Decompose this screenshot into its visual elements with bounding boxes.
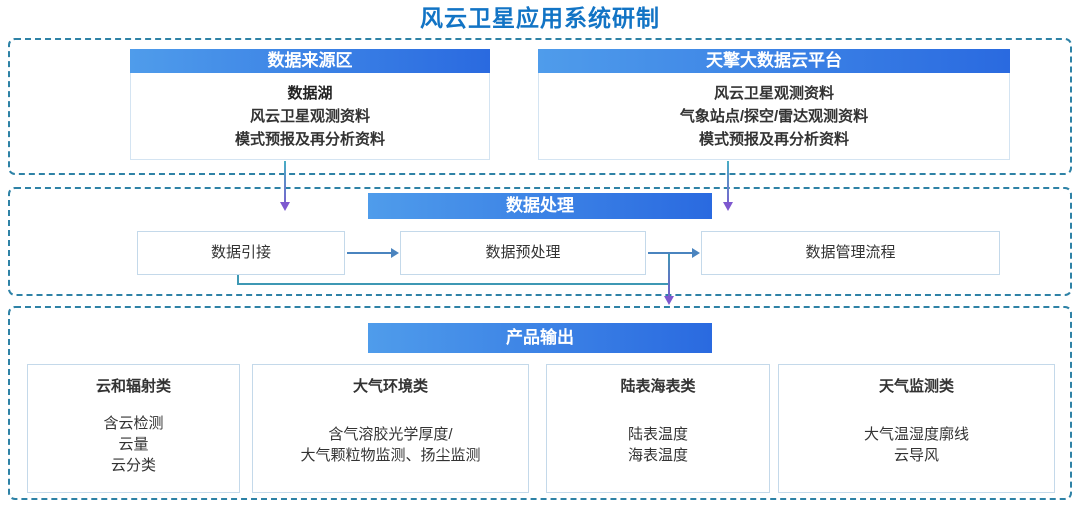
output-item: 含云检测 bbox=[103, 415, 164, 432]
box-header-tianqing-cloud-platform: 天擎大数据云平台 bbox=[538, 49, 1010, 73]
output-item: 云导风 bbox=[893, 446, 939, 464]
source-line: 模式预报及再分析资料 bbox=[698, 130, 849, 148]
source-line: 风云卫星观测资料 bbox=[249, 107, 370, 125]
output-item: 大气颗粒物监测、扬尘监测 bbox=[300, 446, 481, 464]
column-items: 含气溶胶光学厚度/ 大气颗粒物监测、扬尘监测 bbox=[300, 397, 480, 492]
box-header-data-source-zone: 数据来源区 bbox=[130, 49, 490, 73]
header-product-output: 产品输出 bbox=[368, 323, 712, 353]
column-title: 天气监测类 bbox=[878, 378, 954, 395]
column-land-sea-surface: 陆表海表类 陆表温度 海表温度 bbox=[546, 364, 770, 493]
source-line: 气象站点/探空/雷达观测资料 bbox=[679, 107, 869, 125]
output-item: 含气溶胶光学厚度/ bbox=[328, 425, 453, 443]
source-line: 风云卫星观测资料 bbox=[713, 84, 834, 102]
column-cloud-radiation: 云和辐射类 含云检测 云量 云分类 bbox=[27, 364, 240, 493]
column-title: 陆表海表类 bbox=[620, 378, 696, 395]
column-title: 云和辐射类 bbox=[95, 378, 171, 395]
header-data-processing: 数据处理 bbox=[368, 193, 712, 219]
page-title: 风云卫星应用系统研制 bbox=[420, 5, 660, 31]
column-atmospheric-environment: 大气环境类 含气溶胶光学厚度/ 大气颗粒物监测、扬尘监测 bbox=[252, 364, 529, 493]
output-item: 云分类 bbox=[110, 457, 156, 474]
box-data-source-zone: 数据来源区 数据湖 风云卫星观测资料 模式预报及再分析资料 bbox=[130, 49, 490, 160]
output-item: 云量 bbox=[118, 436, 149, 453]
output-item: 陆表温度 bbox=[627, 425, 688, 443]
column-items: 大气温湿度廓线 云导风 bbox=[864, 397, 969, 492]
step-data-management-flow: 数据管理流程 bbox=[701, 231, 1000, 275]
column-items: 陆表温度 海表温度 bbox=[628, 397, 688, 492]
step-data-preprocess: 数据预处理 bbox=[400, 231, 646, 275]
step-data-ingest: 数据引接 bbox=[137, 231, 345, 275]
column-items: 含云检测 云量 云分类 bbox=[103, 397, 163, 492]
source-line: 数据湖 bbox=[287, 84, 333, 102]
box-body-tianqing-cloud-platform: 风云卫星观测资料 气象站点/探空/雷达观测资料 模式预报及再分析资料 bbox=[538, 73, 1010, 160]
output-item: 大气温湿度廓线 bbox=[863, 425, 969, 443]
source-line: 模式预报及再分析资料 bbox=[234, 130, 385, 148]
output-item: 海表温度 bbox=[627, 446, 688, 464]
box-tianqing-cloud-platform: 天擎大数据云平台 风云卫星观测资料 气象站点/探空/雷达观测资料 模式预报及再分… bbox=[538, 49, 1010, 160]
box-body-data-source-zone: 数据湖 风云卫星观测资料 模式预报及再分析资料 bbox=[130, 73, 490, 160]
column-title: 大气环境类 bbox=[352, 378, 428, 395]
column-weather-monitoring: 天气监测类 大气温湿度廓线 云导风 bbox=[778, 364, 1055, 493]
